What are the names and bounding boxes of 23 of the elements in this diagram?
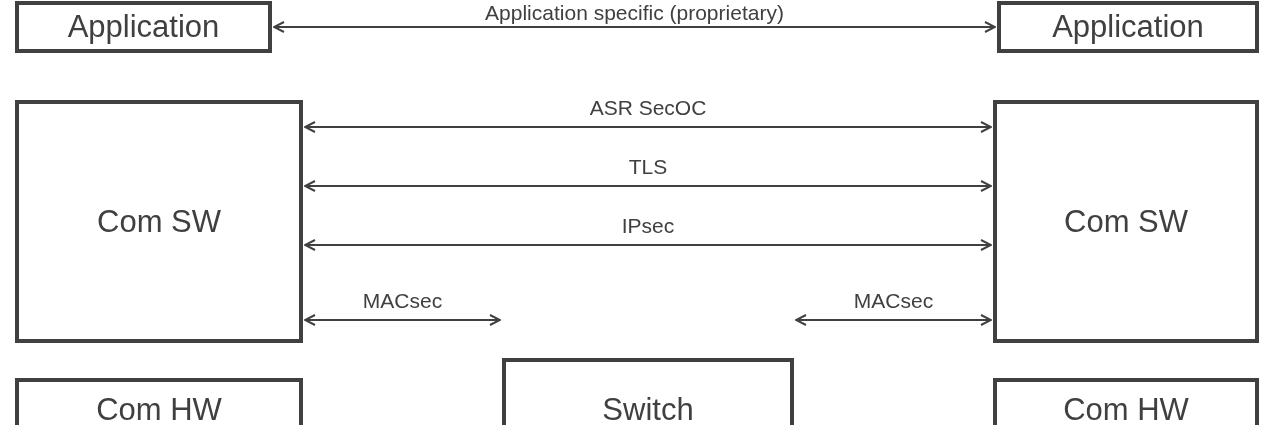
box-label: Com SW — [1064, 203, 1188, 240]
double-arrow — [304, 180, 992, 192]
edge-label: TLS — [628, 154, 668, 180]
box-label: Application — [1052, 9, 1204, 45]
box-label: Switch — [602, 392, 694, 425]
edge-label: MACsec — [362, 288, 443, 314]
double-arrow — [273, 21, 996, 33]
double-arrow — [304, 121, 992, 133]
double-arrow — [304, 239, 992, 251]
edge-label: IPsec — [621, 213, 675, 239]
box-label: Com HW — [1063, 392, 1189, 425]
box-label: Com SW — [97, 203, 221, 240]
box-label: Application — [67, 9, 220, 45]
component-box — [997, 1, 1259, 53]
double-arrow — [304, 314, 501, 326]
edge-label: ASR SecOC — [589, 95, 707, 121]
double-arrow — [795, 314, 992, 326]
component-box — [993, 100, 1259, 343]
edge-label: Application specific (proprietary) — [485, 0, 784, 26]
component-box — [15, 100, 303, 343]
box-label: Com HW — [96, 392, 222, 425]
component-box — [15, 1, 272, 53]
edge-label: MACsec — [853, 288, 934, 314]
